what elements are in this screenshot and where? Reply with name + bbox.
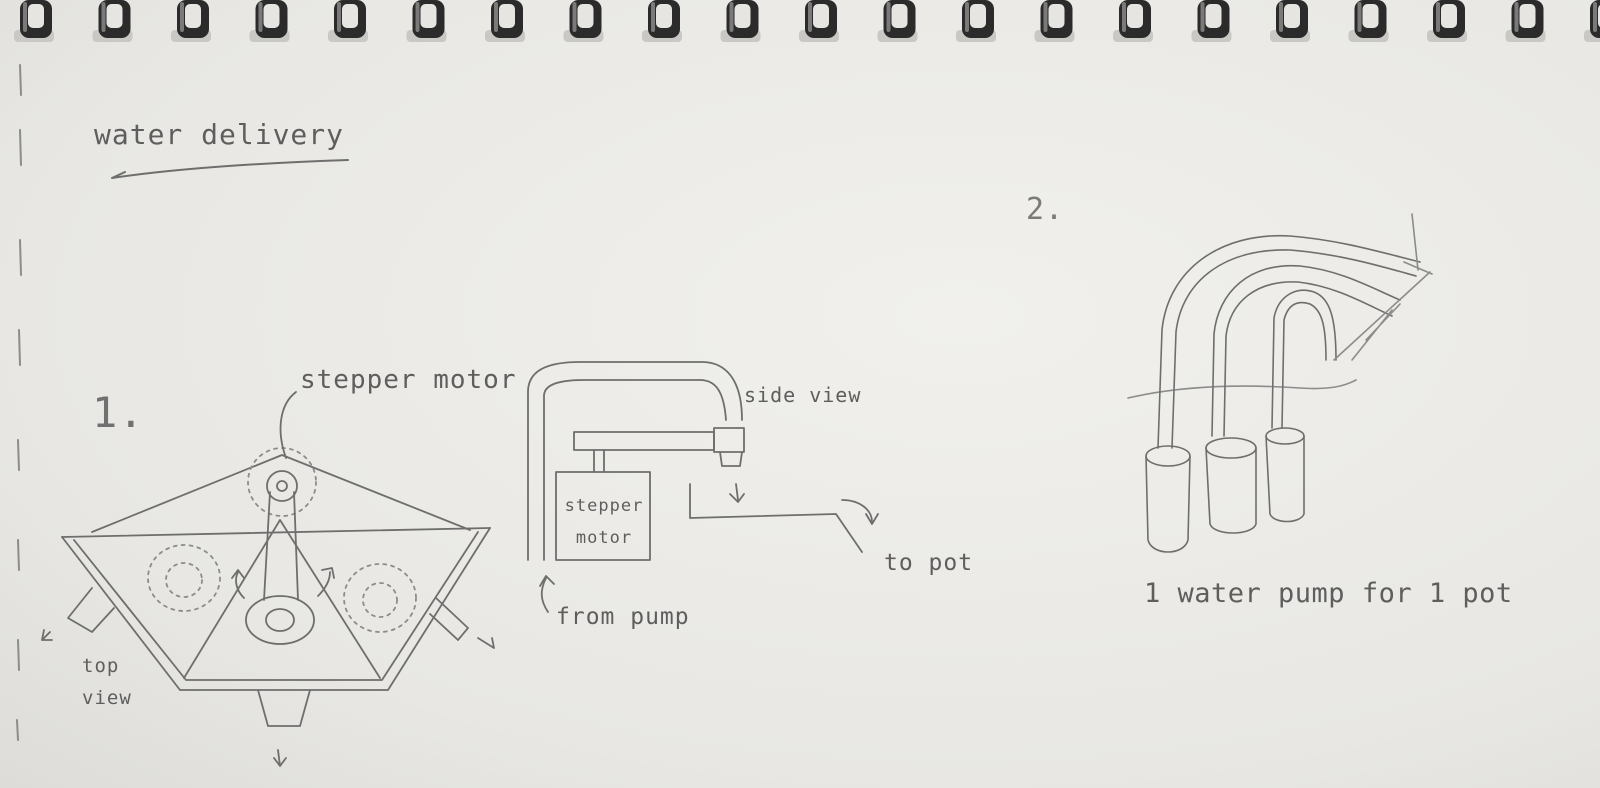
spiral-ring: [1270, 0, 1310, 42]
pumps-drawing: [1128, 214, 1432, 552]
from-pump-label: from pump: [556, 604, 690, 630]
spiral-ring: [721, 0, 761, 42]
spiral-ring: [1427, 0, 1467, 42]
spiral-ring: [1349, 0, 1389, 42]
spiral-ring: [485, 0, 525, 42]
spiral-ring: [1192, 0, 1232, 42]
spiral-ring: [564, 0, 604, 42]
spiral-ring: [956, 0, 996, 42]
top-view-label: top view: [82, 650, 144, 714]
spiral-ring: [171, 0, 211, 42]
spiral-ring: [250, 0, 290, 42]
spiral-ring: [1584, 0, 1600, 42]
section-2-number: 2.: [1026, 192, 1064, 227]
spiral-ring: [1506, 0, 1546, 42]
spiral-binding: [14, 0, 1600, 42]
spiral-ring: [1035, 0, 1075, 42]
page-title: water delivery: [94, 118, 344, 151]
spiral-ring: [1113, 0, 1153, 42]
to-pot-label: to pot: [884, 550, 973, 576]
spiral-ring: [642, 0, 682, 42]
spiral-ring: [799, 0, 839, 42]
spiral-ring: [14, 0, 54, 42]
spiral-ring: [328, 0, 368, 42]
stepper-motor-box-label: stepper motor: [562, 490, 646, 554]
spiral-ring: [93, 0, 133, 42]
margin-marks: [17, 65, 21, 740]
section-1-number: 1.: [92, 388, 145, 437]
pump-caption: 1 water pump for 1 pot: [1144, 578, 1513, 609]
spiral-ring: [878, 0, 918, 42]
stepper-motor-label: stepper motor: [300, 365, 517, 395]
side-view-label: side view: [744, 383, 861, 407]
spiral-ring: [407, 0, 447, 42]
title-underline: [112, 160, 348, 178]
